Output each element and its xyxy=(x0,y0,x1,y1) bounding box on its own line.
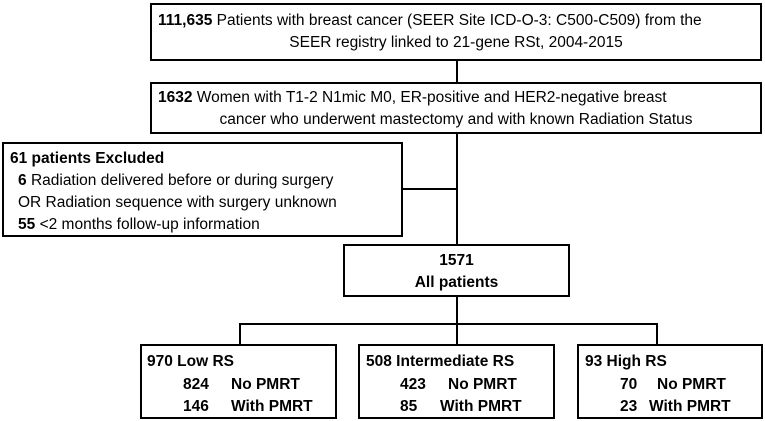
connector-to-high-rs xyxy=(656,323,658,344)
cohort-line1: Women with T1-2 N1mic M0, ER-positive an… xyxy=(196,89,667,106)
intermediate-rs-box: 508 Intermediate RS 423 No PMRT 85 With … xyxy=(358,344,555,419)
high-rs-box: 93 High RS 70 No PMRT 23 With PMRT xyxy=(577,344,763,419)
excluded-item2-text: <2 months follow-up information xyxy=(39,216,260,233)
low-rs-no-pmrt-count: 824 xyxy=(183,376,209,393)
intermediate-rs-header: 508 Intermediate RS xyxy=(366,353,515,370)
intermediate-rs-no-pmrt-label: No PMRT xyxy=(448,376,517,393)
cohort-count: 1632 xyxy=(158,89,193,106)
excluded-title: 61 patients Excluded xyxy=(10,150,165,167)
high-rs-with-pmrt-count: 23 xyxy=(620,398,638,415)
low-rs-box: 970 Low RS 824 No PMRT 146 With PMRT xyxy=(140,344,337,419)
source-line2: SEER registry linked to 21-gene RSt, 200… xyxy=(289,34,623,51)
connector-horizontal-split xyxy=(239,323,658,325)
connector-source-to-cohort xyxy=(456,60,458,82)
high-rs-header: 93 High RS xyxy=(585,353,667,370)
source-population-box: 111,635 Patients with breast cancer (SEE… xyxy=(150,3,762,61)
intermediate-rs-no-pmrt-count: 423 xyxy=(400,376,426,393)
cohort-line2: cancer who underwent mastectomy and with… xyxy=(219,111,693,128)
low-rs-no-pmrt-label: No PMRT xyxy=(231,376,300,393)
high-rs-no-pmrt-count: 70 xyxy=(620,376,638,393)
connector-all-down xyxy=(456,296,458,324)
all-patients-label: All patients xyxy=(414,274,499,291)
low-rs-with-pmrt-count: 146 xyxy=(183,398,209,415)
excluded-item1-line2: OR Radiation sequence with surgery unkno… xyxy=(18,194,337,211)
cohort-box: 1632 Women with T1-2 N1mic M0, ER-positi… xyxy=(150,82,762,134)
intermediate-rs-with-pmrt-count: 85 xyxy=(400,398,418,415)
connector-exclusion-branch xyxy=(403,188,458,190)
source-count: 111,635 xyxy=(158,12,213,29)
excluded-box: 61 patients Excluded 6 Radiation deliver… xyxy=(2,142,403,237)
excluded-item1-count: 6 xyxy=(18,172,27,189)
all-patients-count: 1571 xyxy=(439,252,474,269)
high-rs-with-pmrt-label: With PMRT xyxy=(649,398,731,415)
low-rs-header: 970 Low RS xyxy=(147,353,234,370)
high-rs-no-pmrt-label: No PMRT xyxy=(657,376,726,393)
all-patients-box: 1571 All patients xyxy=(343,244,570,297)
excluded-item1-line1: Radiation delivered before or during sur… xyxy=(30,172,334,189)
connector-to-intermediate-rs xyxy=(456,323,458,344)
excluded-item2-count: 55 xyxy=(18,216,36,233)
connector-to-low-rs xyxy=(239,323,241,344)
low-rs-with-pmrt-label: With PMRT xyxy=(231,398,313,415)
intermediate-rs-with-pmrt-label: With PMRT xyxy=(440,398,522,415)
source-line1: Patients with breast cancer (SEER Site I… xyxy=(216,12,702,29)
